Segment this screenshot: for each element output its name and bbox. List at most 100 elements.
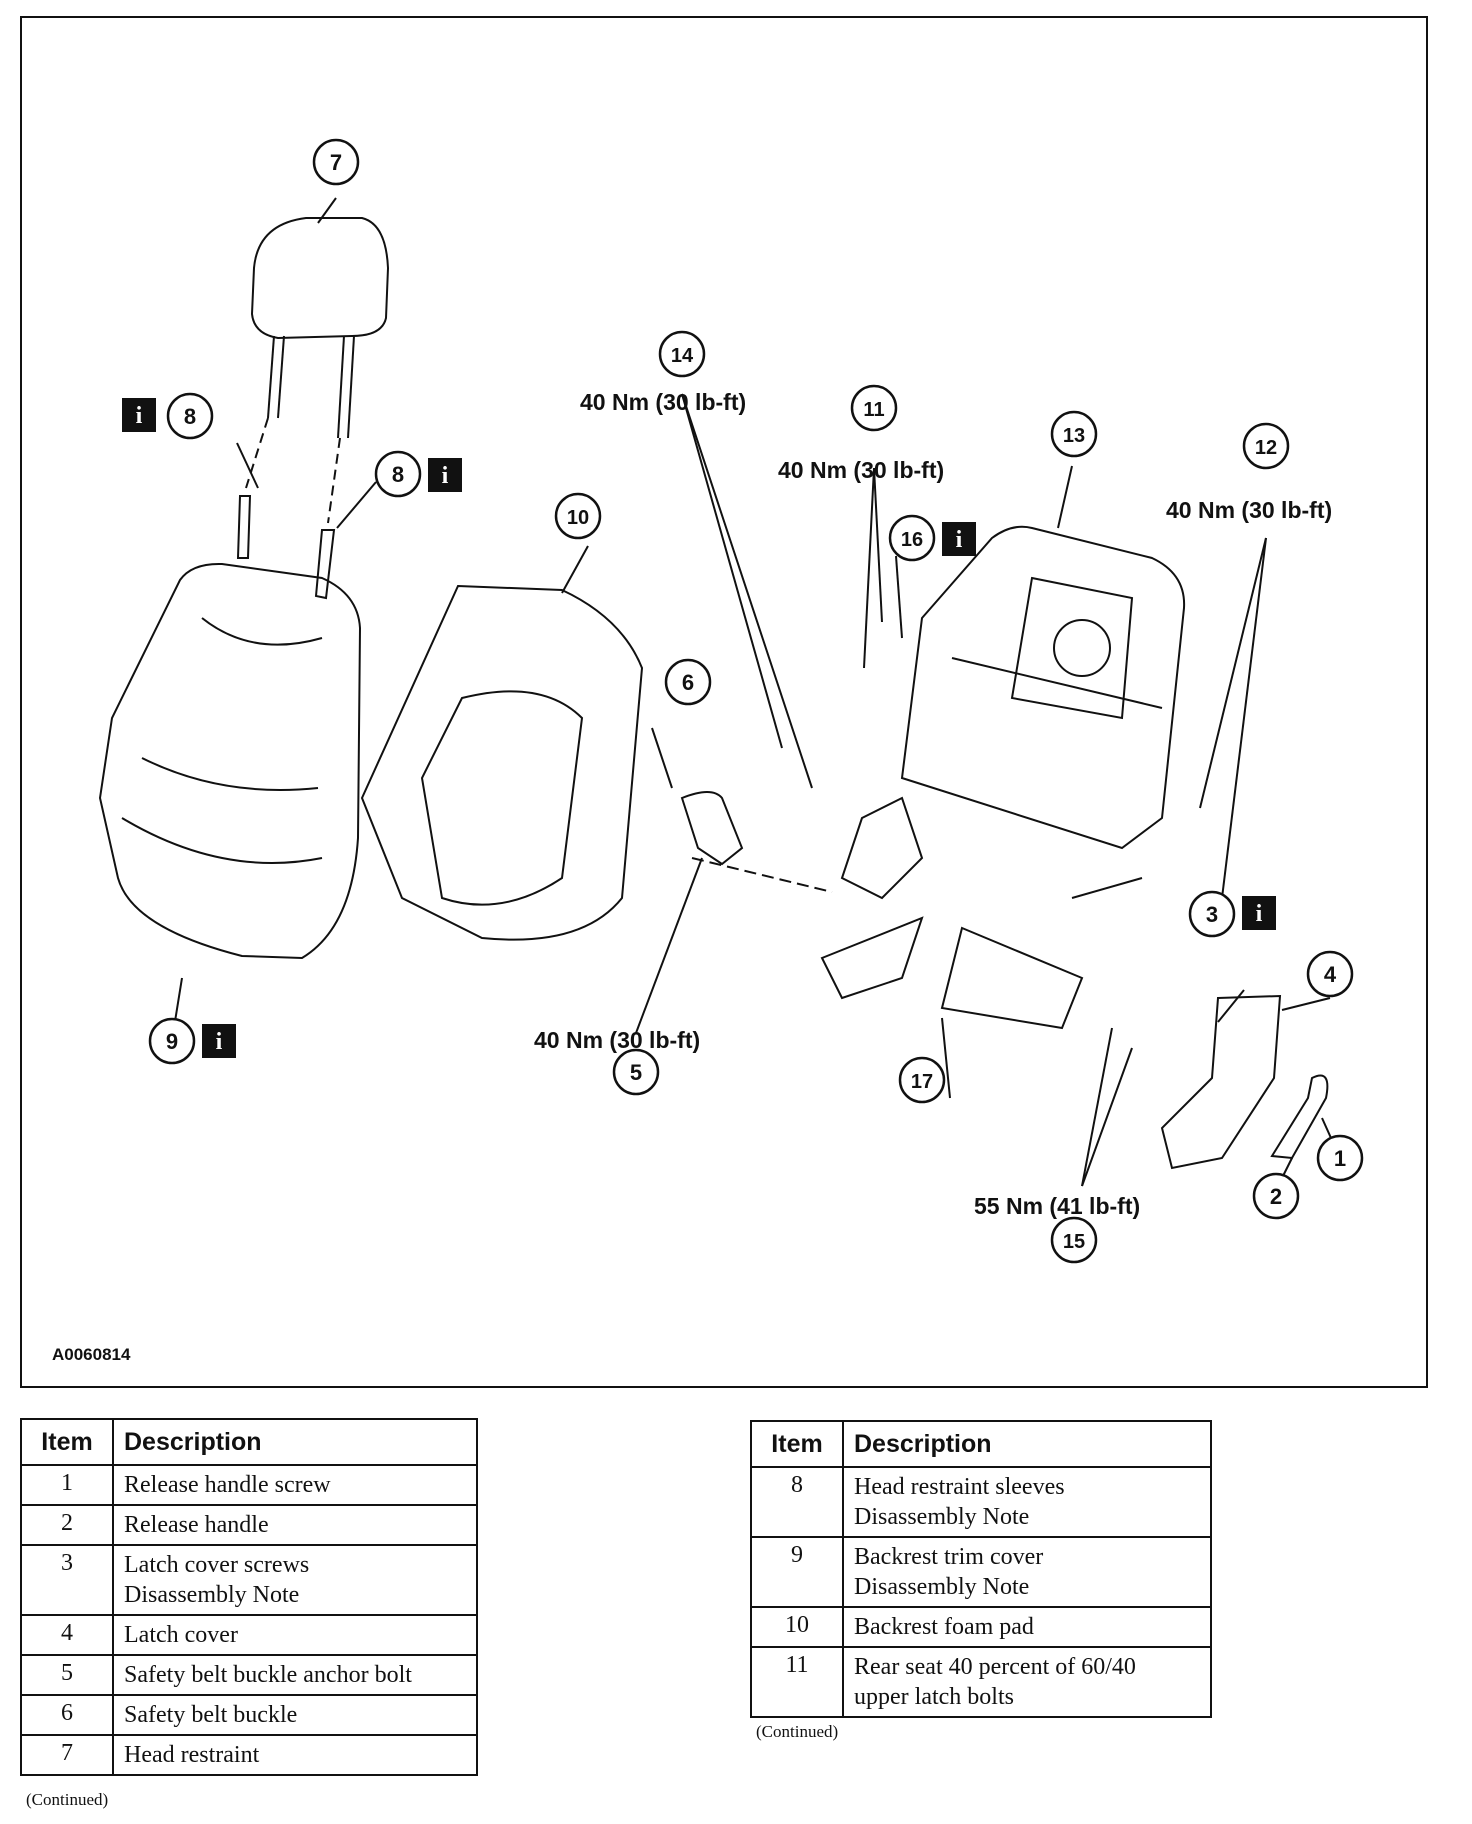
table-row: 5 Safety belt buckle anchor bolt <box>20 1654 478 1696</box>
item-number: 2 <box>20 1504 114 1546</box>
seat-frame-drawing <box>900 525 1186 850</box>
info-icon-8-right: i <box>428 458 462 492</box>
svg-text:14: 14 <box>671 345 694 367</box>
callout-8-right: 8 <box>374 450 422 498</box>
item-description: Backrest foam pad <box>842 1606 1212 1648</box>
item-description: Safety belt buckle <box>112 1694 478 1736</box>
item-number: 11 <box>750 1646 844 1718</box>
sleeve-left-drawing <box>236 495 252 559</box>
svg-text:i: i <box>216 1029 223 1055</box>
column-header-description: Description <box>842 1420 1212 1468</box>
table-row: 4 Latch cover <box>20 1614 478 1656</box>
column-header-description: Description <box>112 1418 478 1466</box>
info-icon-8-left: i <box>122 398 156 432</box>
parts-table-left: Item Description 1 Release handle screw … <box>20 1418 478 1776</box>
info-icon-9: i <box>202 1024 236 1058</box>
release-handle-drawing <box>1270 1074 1329 1160</box>
svg-text:8: 8 <box>392 462 404 487</box>
figure-id: A0060814 <box>52 1345 131 1364</box>
torque-label-11: 40 Nm (30 lb-ft) <box>778 457 944 483</box>
svg-text:13: 13 <box>1063 425 1085 447</box>
svg-text:5: 5 <box>630 1060 642 1085</box>
svg-text:i: i <box>136 403 143 429</box>
info-icon-16: i <box>942 522 976 556</box>
item-number: 7 <box>20 1734 114 1776</box>
torque-label-12: 40 Nm (30 lb-ft) <box>1166 497 1332 523</box>
callout-3: 3 <box>1188 890 1236 938</box>
svg-text:17: 17 <box>911 1071 933 1093</box>
svg-text:9: 9 <box>166 1029 178 1054</box>
item-number: 5 <box>20 1654 114 1696</box>
callout-6: 6 <box>664 658 712 706</box>
callout-5: 5 <box>612 1048 660 1096</box>
callout-12: 12 <box>1242 422 1290 470</box>
parts-table-right: Item Description 8 Head restraint sleeve… <box>750 1420 1212 1718</box>
svg-text:7: 7 <box>330 150 342 175</box>
callout-14: 14 <box>658 330 706 378</box>
item-description: Release handle screw <box>112 1464 478 1506</box>
callout-10: 10 <box>554 492 602 540</box>
trim-cover-drawing <box>98 562 362 960</box>
svg-text:16: 16 <box>901 529 923 551</box>
buckle-drawing <box>680 791 744 866</box>
callout-9: 9 <box>148 1017 196 1065</box>
table-header-row: Item Description <box>20 1418 478 1466</box>
torque-label-15: 55 Nm (41 lb-ft) <box>974 1193 1140 1219</box>
table-row: 1 Release handle screw <box>20 1464 478 1506</box>
svg-text:i: i <box>1256 901 1263 927</box>
callout-8-left: 8 <box>166 392 214 440</box>
item-description: Release handle <box>112 1504 478 1546</box>
callout-4: 4 <box>1306 950 1354 998</box>
item-number: 4 <box>20 1614 114 1656</box>
table-row: 10 Backrest foam pad <box>750 1606 1212 1648</box>
svg-text:4: 4 <box>1324 962 1337 987</box>
item-number: 9 <box>750 1536 844 1608</box>
head-restraint-drawing <box>250 217 390 340</box>
svg-text:6: 6 <box>682 670 694 695</box>
callout-13: 13 <box>1050 410 1098 458</box>
callout-17: 17 <box>898 1056 946 1104</box>
callout-15: 15 <box>1050 1216 1098 1264</box>
table-header-row: Item Description <box>750 1420 1212 1468</box>
table-row: 7 Head restraint <box>20 1734 478 1776</box>
table-row: 2 Release handle <box>20 1504 478 1546</box>
callout-2: 2 <box>1252 1172 1300 1220</box>
latch-cover-drawing <box>1160 994 1282 1170</box>
continued-note-right: (Continued) <box>756 1722 839 1741</box>
svg-text:8: 8 <box>184 404 196 429</box>
table-row: 6 Safety belt buckle <box>20 1694 478 1736</box>
item-number: 6 <box>20 1694 114 1736</box>
svg-text:i: i <box>442 463 449 489</box>
svg-text:3: 3 <box>1206 902 1218 927</box>
item-number: 1 <box>20 1464 114 1506</box>
callout-7: 7 <box>312 138 360 186</box>
callout-16: 16 <box>888 514 936 562</box>
callout-11: 11 <box>850 384 898 432</box>
hinge-bracket-drawing <box>840 796 924 900</box>
item-description: Head restraint <box>112 1734 478 1776</box>
svg-text:1: 1 <box>1334 1146 1346 1171</box>
callout-1: 1 <box>1316 1134 1364 1182</box>
svg-text:11: 11 <box>863 399 884 421</box>
svg-text:10: 10 <box>567 507 589 529</box>
exploded-diagram: 7 8 8 10 9 6 5 14 11 13 12 16 3 4 17 1 2… <box>52 138 1364 1364</box>
exploded-diagram-frame: 7 8 8 10 9 6 5 14 11 13 12 16 3 4 17 1 2… <box>20 16 1428 1388</box>
foam-pad-drawing <box>360 584 644 941</box>
torque-label-5: 40 Nm (30 lb-ft) <box>534 1027 700 1053</box>
item-description: Safety belt buckle anchor bolt <box>112 1654 478 1696</box>
info-icon-3: i <box>1242 896 1276 930</box>
column-header-item: Item <box>20 1418 114 1466</box>
item-number: 8 <box>750 1466 844 1538</box>
continued-note-left: (Continued) <box>26 1790 109 1809</box>
item-number: 10 <box>750 1606 844 1648</box>
svg-text:15: 15 <box>1063 1231 1085 1253</box>
svg-text:2: 2 <box>1270 1184 1282 1209</box>
